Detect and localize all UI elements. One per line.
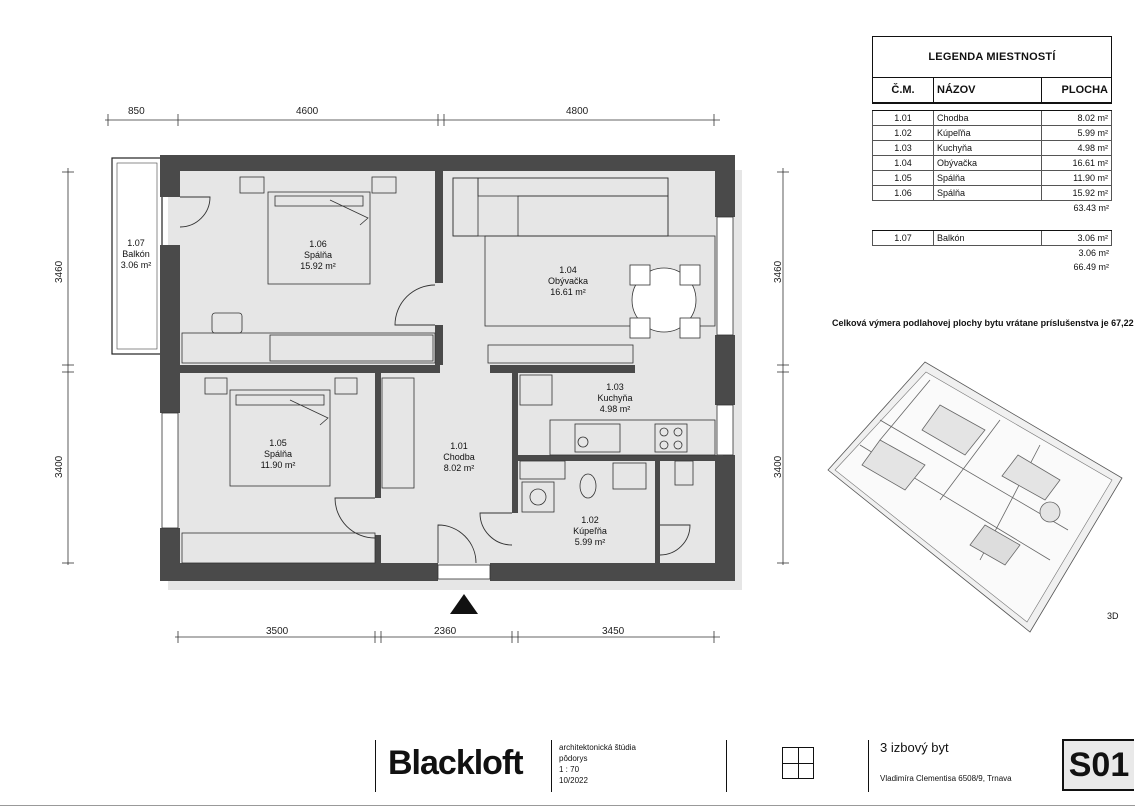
- legend-cell-num: 1.02: [873, 126, 934, 140]
- legend-subtotal: 63.43 m²: [1073, 203, 1109, 213]
- room-obyvacka-name: Obývačka: [548, 276, 588, 286]
- legend-cell-area: 16.61 m²: [1072, 158, 1108, 168]
- legend-grand-total: 66.49 m²: [1073, 262, 1109, 272]
- room-spalna-106-area: 15.92 m²: [300, 261, 336, 271]
- company-logo: Blackloft: [388, 744, 524, 782]
- dim-bottom-2: 2360: [434, 626, 457, 637]
- project-address: Vladimíra Clementisa 6508/9, Trnava: [880, 774, 1012, 783]
- legend-cell-name: Chodba: [934, 111, 1042, 125]
- room-obyvacka-num: 1.04: [559, 265, 577, 275]
- dim-left-1: 3460: [54, 260, 65, 283]
- legend-cell-name: Kuchyňa: [934, 141, 1042, 155]
- room-chodba-num: 1.01: [450, 441, 468, 451]
- total-area-note: Celková výmera podlahovej plochy bytu vr…: [832, 318, 1135, 328]
- room-kupelna-num: 1.02: [581, 515, 599, 525]
- legend-cell-area: 4.98 m²: [1077, 143, 1108, 153]
- dim-top-3: 4800: [566, 106, 589, 117]
- legend-cell-name: Spálňa: [934, 171, 1042, 185]
- drawing-date: 10/2022: [559, 776, 588, 785]
- project-title: 3 izbový byt: [880, 740, 949, 755]
- legend-cell-num: 1.05: [873, 171, 934, 185]
- inner-walls: [180, 171, 723, 563]
- legend-cell-name: Kúpeľňa: [934, 126, 1042, 140]
- sheet-code: S01: [1062, 739, 1134, 791]
- dim-bottom-1: 3500: [266, 626, 289, 637]
- room-spalna-105-name: Spálňa: [264, 449, 292, 459]
- room-chodba-area: 8.02 m²: [444, 463, 475, 473]
- legend-title: LEGENDA MIESTNOSTÍ: [872, 36, 1112, 78]
- drawing-type: pôdorys: [559, 754, 588, 763]
- dining-table-icon: [629, 264, 701, 339]
- legend-cell-area: 8.02 m²: [1077, 113, 1108, 123]
- floor-plan: 850 4600 4800 3500 2360 3450 3460 3400 3…: [54, 106, 1123, 643]
- studio-text: architektonická štúdia: [559, 743, 636, 752]
- legend-cell-num: 1.03: [873, 141, 934, 155]
- room-kupelna-name: Kúpeľňa: [573, 526, 607, 536]
- legend-col-area: PLOCHA: [1061, 84, 1108, 96]
- title-block: Blackloft architektonická štúdia pôdorys…: [0, 730, 1135, 808]
- room-legend: LEGENDA MIESTNOSTÍ Č.M. NÁZOV PLOCHA 1.0…: [872, 36, 1112, 274]
- bed-icon: [239, 176, 397, 285]
- bathroom-fixtures-icon: [519, 460, 694, 513]
- legend-cell-area: 3.06 m²: [1077, 233, 1108, 243]
- outer-walls: [160, 155, 735, 581]
- dim-bottom-3: 3450: [602, 626, 625, 637]
- room-spalna-106-name: Spálňa: [304, 250, 332, 260]
- dim-top-1: 850: [128, 106, 145, 117]
- drawing-meta: architektonická štúdia pôdorys 1 : 70 10…: [559, 742, 636, 786]
- entrance-arrow-icon: [450, 594, 478, 614]
- legend-header-row: Č.M. NÁZOV PLOCHA: [872, 78, 1112, 104]
- room-balkon-num: 1.07: [127, 238, 145, 248]
- dim-left-2: 3400: [54, 455, 65, 478]
- view-3d-label: 3D: [1107, 611, 1119, 621]
- legend-cell-name: Balkón: [934, 231, 1042, 245]
- legend-cell-num: 1.01: [873, 111, 934, 125]
- room-spalna-105-area: 11.90 m²: [261, 460, 296, 470]
- room-spalna-105-num: 1.05: [269, 438, 287, 448]
- room-kuchyna-num: 1.03: [606, 382, 624, 392]
- room-kuchyna-area: 4.98 m²: [600, 404, 631, 414]
- legend-cell-name: Obývačka: [934, 156, 1042, 170]
- legend-cell-area: 5.99 m²: [1077, 128, 1108, 138]
- sofa-icon: [452, 177, 716, 364]
- legend-extra-subtotal: 3.06 m²: [1078, 248, 1109, 258]
- room-kuchyna-name: Kuchyňa: [597, 393, 632, 403]
- legend-cell-num: 1.06: [873, 186, 934, 200]
- legend-cell-name: Spálňa: [934, 186, 1042, 200]
- legend-col-num: Č.M.: [873, 78, 934, 102]
- drawing-scale: 1 : 70: [559, 765, 580, 774]
- grid-icon: [782, 747, 814, 779]
- legend-cell-area: 15.92 m²: [1072, 188, 1108, 198]
- legend-cell-num: 1.04: [873, 156, 934, 170]
- room-balkon-name: Balkón: [122, 249, 150, 259]
- room-chodba-name: Chodba: [443, 452, 475, 462]
- room-obyvacka-area: 16.61 m²: [550, 287, 586, 297]
- balcony: [111, 157, 163, 355]
- legend-col-name: NÁZOV: [934, 78, 1042, 102]
- legend-cell-num: 1.07: [873, 231, 934, 245]
- dim-top-2: 4600: [296, 106, 319, 117]
- room-spalna-106-num: 1.06: [309, 239, 327, 249]
- isometric-3d-view: [827, 361, 1123, 633]
- dim-right-1: 3460: [773, 260, 784, 283]
- room-kupelna-area: 5.99 m²: [575, 537, 606, 547]
- legend-cell-area: 11.90 m²: [1073, 173, 1108, 183]
- room-balkon-area: 3.06 m²: [121, 260, 152, 270]
- dim-right-2: 3400: [773, 455, 784, 478]
